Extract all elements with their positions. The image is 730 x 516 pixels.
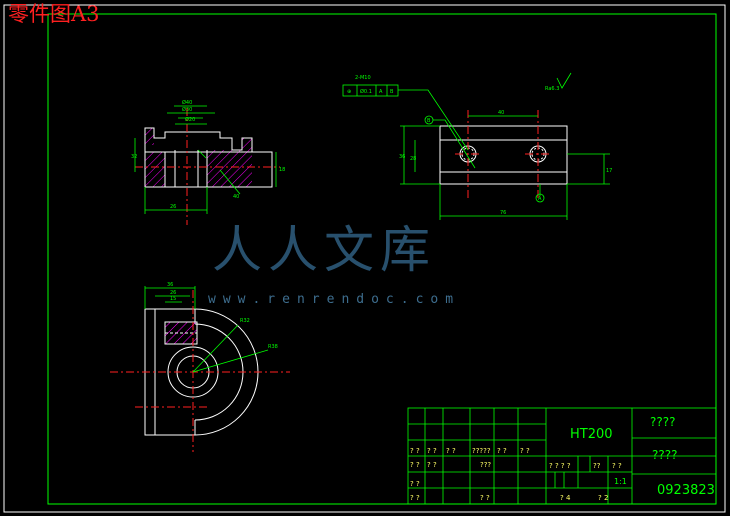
svg-text:? ?: ? ? [427, 461, 437, 469]
datum-b: B [427, 118, 431, 124]
svg-text:? ?: ? ? [446, 447, 456, 455]
svg-text:? ?: ? ? [410, 447, 420, 455]
company-name: ???? [652, 448, 677, 462]
dim-text: Ø40 [182, 99, 192, 106]
front-hatch-top [145, 128, 154, 145]
sheet-inner-frame [47, 13, 717, 505]
dim-text: 32 [131, 154, 137, 160]
material: HT200 [570, 427, 613, 442]
dim-text: 15 [170, 296, 176, 302]
roughness-text: Ra6.3 [545, 86, 559, 92]
dim-text: 17 [606, 168, 612, 174]
svg-text:? ?: ? ? [480, 494, 490, 502]
svg-text:? ?: ? ? [410, 461, 420, 469]
dim-text: R38 [268, 344, 278, 350]
tol-cell: ⊕ [347, 89, 351, 95]
svg-text:? ?: ? ? [410, 480, 420, 488]
watermark-url: www.renrendoc.com [208, 292, 461, 307]
top-outline [439, 125, 568, 185]
svg-text:???: ??? [480, 461, 491, 469]
svg-text:? 4: ? 4 [560, 494, 571, 502]
scale: 1:1 [614, 477, 627, 486]
tol-cell: B [390, 89, 394, 95]
tol-cell: Ø0.1 [360, 88, 372, 95]
tolerance-note: 2-M10 [355, 75, 371, 81]
dim-text: 40 [233, 194, 239, 200]
dim-text: Ø30 [182, 106, 192, 113]
dim-text: 36 [399, 154, 405, 160]
dim-text: Ø20 [185, 116, 195, 123]
watermark-text: 人人文库 [212, 221, 436, 279]
svg-text:??: ?? [593, 462, 601, 470]
dim-text: R32 [240, 318, 250, 324]
tol-cell: A [379, 89, 383, 95]
roughness-symbol [556, 72, 572, 89]
title-block [407, 407, 717, 505]
dim-text: 76 [500, 210, 506, 216]
svg-text:? ?: ? ? [427, 447, 437, 455]
svg-text:? ?: ? ? [410, 494, 420, 502]
front-hatch-right [207, 138, 252, 187]
svg-text:? ?: ? ? [612, 462, 622, 470]
svg-text:? ?: ? ? [497, 447, 507, 455]
dim-text: 26 [170, 204, 176, 210]
bottom-outline [144, 308, 196, 436]
drawing-number: 0923823 [657, 483, 715, 498]
bottom-view: 36 26 15 R32 R38 [110, 282, 290, 452]
svg-text:? ?: ? ? [520, 447, 530, 455]
title-block-text: HT200 ???? ???? 0923823 1:1 [570, 415, 715, 498]
front-outline [144, 127, 273, 188]
svg-text:?????: ????? [472, 447, 491, 455]
dim-text: 18 [279, 167, 285, 173]
dim-text: 36 [167, 282, 173, 288]
dim-text: 28 [410, 156, 416, 162]
sheet-outer-frame [3, 4, 726, 513]
svg-text:? ? ? ?: ? ? ? ? [549, 462, 571, 470]
dim-text: 40 [498, 110, 504, 116]
datum-a: A [538, 196, 542, 202]
drawing-title: 零件图A3 [8, 2, 100, 26]
tolerance-frame [342, 84, 399, 97]
front-view: Ø40 Ø30 Ø20 32 18 26 40 [131, 99, 285, 225]
svg-text:? 2: ? 2 [598, 494, 608, 502]
front-hatch-left [145, 152, 165, 187]
dim-text: 26 [170, 290, 176, 296]
part-name: ???? [650, 415, 675, 429]
top-view: 40 76 36 28 17 2-M10 ⊕ Ø0.1 A B B A Ra6 [342, 72, 612, 220]
